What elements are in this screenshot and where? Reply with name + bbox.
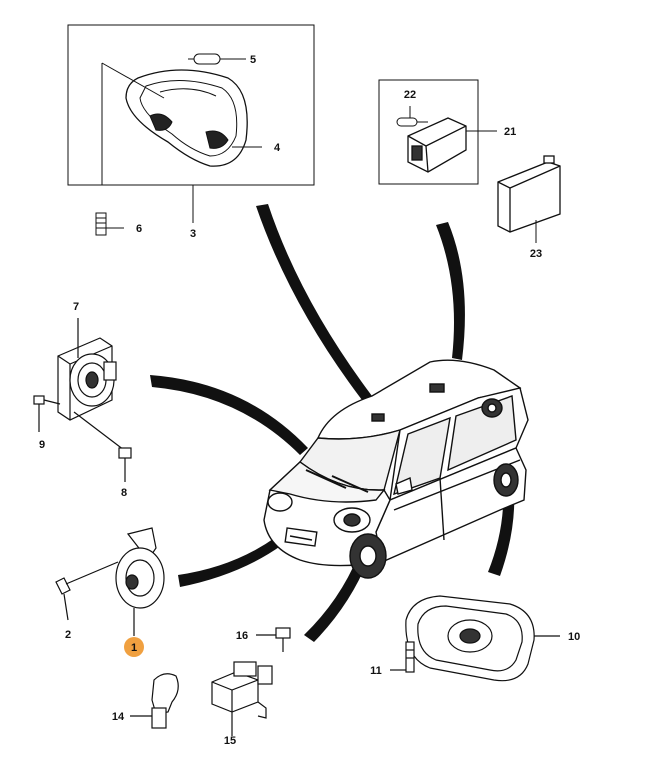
callout-6[interactable]: 6 [136,223,142,235]
callout-8[interactable]: 8 [121,487,127,499]
callout-3[interactable]: 3 [190,228,196,240]
callout-16[interactable]: 16 [236,630,248,642]
arrow-to-relay [304,556,368,642]
screw-11 [390,641,415,673]
map-lamp-box [378,79,479,185]
callout-10[interactable]: 10 [568,631,580,643]
bolt-16 [256,627,291,652]
callout-2[interactable]: 2 [65,629,71,641]
callout-9[interactable]: 9 [39,439,45,451]
bulb-22 [396,117,428,127]
callout-5[interactable]: 5 [250,54,256,66]
map-lamp-group [378,79,561,243]
car-body [263,359,529,579]
relay-group [130,627,291,736]
callout-4[interactable]: 4 [274,142,281,154]
relay-15 [211,661,273,736]
arrow-to-map-lamp [436,222,465,360]
screw-8 [73,411,132,482]
dome-lamp-group [67,24,315,236]
festoon-bulb-5 [188,53,226,65]
bolt-2 [55,561,119,621]
map-lamp-21 [407,117,467,173]
arrow-to-tweeter [150,375,308,455]
callout-7[interactable]: 7 [73,301,79,313]
callout-15[interactable]: 15 [224,735,236,747]
lens-23 [497,155,561,233]
callout-14[interactable]: 14 [112,711,125,723]
tweeter-group [33,318,132,482]
rear-speaker-group [390,595,560,682]
horn-1 [115,547,165,609]
screw-6 [95,212,124,236]
callout-22[interactable]: 22 [404,89,416,101]
screw-9 [33,395,61,432]
pointer-arrows [150,204,515,642]
callout-21[interactable]: 21 [504,126,516,138]
dome-lamp-box [67,24,315,186]
callout-1-highlight [124,637,144,657]
arrow-to-dome-lamp [256,204,372,400]
callouts: 1 2 3 4 5 6 7 8 9 10 11 14 15 16 21 22 2… [39,54,580,747]
callout-23[interactable]: 23 [530,248,542,260]
callout-1[interactable]: 1 [131,642,137,654]
arrow-to-horn [178,537,282,587]
callout-11[interactable]: 11 [370,665,382,677]
dome-lamp-housing [125,69,248,167]
cap-14 [130,673,179,729]
horn-group [55,527,165,636]
